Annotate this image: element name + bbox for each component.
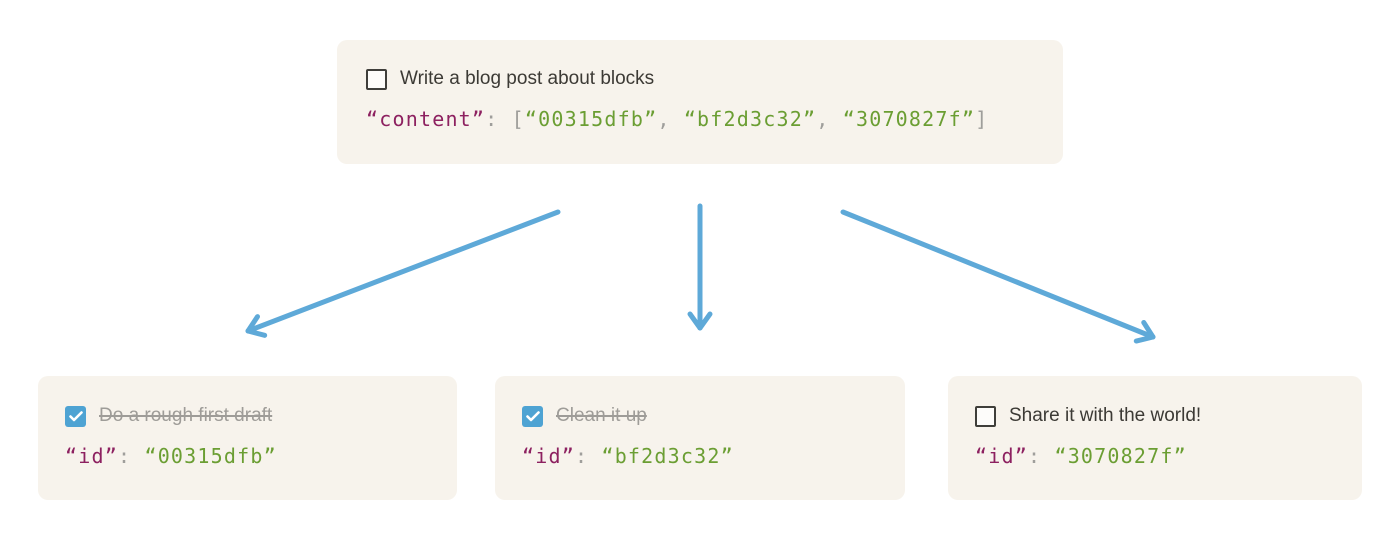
code-value: “bf2d3c32” xyxy=(601,444,734,468)
code-comma: , xyxy=(657,107,684,131)
checkbox-checked-icon[interactable] xyxy=(65,405,86,427)
code-value-3: “3070827f” xyxy=(842,107,976,131)
code-key: “id” xyxy=(975,444,1028,468)
child-todo-label: Do a rough first draft xyxy=(99,405,273,426)
code-key: “id” xyxy=(65,444,118,468)
parent-todo-item: Write a blog post about blocks xyxy=(366,67,1033,91)
code-comma: , xyxy=(816,107,843,131)
child-id-code: “id”: “bf2d3c32” xyxy=(522,443,879,469)
code-bracket-open: [ xyxy=(511,107,525,131)
child-id-code: “id”: “3070827f” xyxy=(975,443,1336,469)
code-value: “00315dfb” xyxy=(144,444,277,468)
code-colon: : xyxy=(117,444,145,468)
arrow-to-child-1 xyxy=(245,209,561,338)
parent-todo-label: Write a blog post about blocks xyxy=(400,68,655,89)
arrow-to-child-3 xyxy=(840,209,1156,344)
child-todo-item: Clean it up xyxy=(522,404,879,428)
code-colon: : xyxy=(574,444,602,468)
code-colon: : xyxy=(1027,444,1055,468)
child-todo-item: Do a rough first draft xyxy=(65,404,431,428)
child-todo-label: Share it with the world! xyxy=(1009,405,1202,426)
code-value-1: “00315dfb” xyxy=(524,107,658,131)
child-block-card-2: Clean it up “id”: “bf2d3c32” xyxy=(495,376,905,500)
parent-block-card: Write a blog post about blocks “content”… xyxy=(337,40,1063,164)
parent-content-code: “content”: [“00315dfb”, “bf2d3c32”, “307… xyxy=(366,106,1033,132)
child-id-code: “id”: “00315dfb” xyxy=(65,443,431,469)
code-colon: : xyxy=(485,107,512,131)
code-value-2: “bf2d3c32” xyxy=(683,107,817,131)
checkbox-unchecked-icon[interactable] xyxy=(975,405,996,427)
child-block-card-3: Share it with the world! “id”: “3070827f… xyxy=(948,376,1362,500)
code-key: “id” xyxy=(522,444,575,468)
child-block-card-1: Do a rough first draft “id”: “00315dfb” xyxy=(38,376,457,500)
code-value: “3070827f” xyxy=(1054,444,1187,468)
checkbox-checked-icon[interactable] xyxy=(522,405,543,427)
code-key: “content” xyxy=(366,107,486,131)
code-bracket-close: ] xyxy=(975,107,989,131)
checkbox-unchecked-icon[interactable] xyxy=(366,68,387,90)
child-todo-item: Share it with the world! xyxy=(975,404,1336,428)
child-todo-label: Clean it up xyxy=(556,405,647,426)
